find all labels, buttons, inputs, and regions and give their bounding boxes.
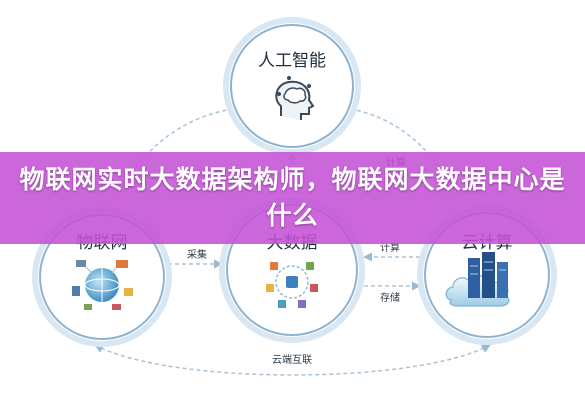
- edge-label-bigdata-to-cloud: 存储: [380, 291, 400, 304]
- edge-label-cloud-to-bigdata: 计算: [380, 241, 400, 254]
- server-cloud-icon: [445, 252, 510, 307]
- brain-head-icon: [275, 76, 315, 120]
- node-ai: 人工智能: [223, 17, 361, 155]
- node-ai-label: 人工智能: [258, 51, 326, 71]
- arrow-iot-cloud-link: [94, 344, 491, 376]
- edge-label-iot-to-bigdata: 采集: [187, 248, 207, 261]
- title-banner: 物联网实时大数据架构师，物联网大数据中心是什么: [0, 152, 585, 244]
- data-hub-icon: [266, 262, 318, 308]
- banner-title: 物联网实时大数据架构师，物联网大数据中心是什么: [19, 165, 566, 230]
- arrow-iot-to-ai: [119, 104, 239, 191]
- edge-label-iot-cloud: 云端互联: [272, 353, 312, 366]
- connected-devices-icon: [72, 260, 133, 310]
- arrow-cloud-to-ai: [344, 104, 456, 191]
